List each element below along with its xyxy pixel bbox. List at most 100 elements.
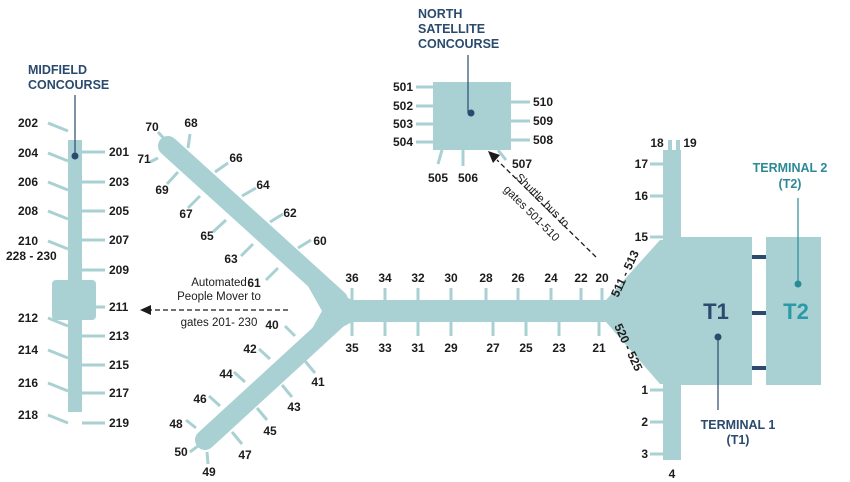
y-junction [300, 272, 352, 350]
gate-206: 206 [18, 175, 38, 189]
route-arrows [140, 151, 597, 315]
gate-31: 31 [411, 341, 425, 355]
gate-501: 501 [393, 80, 413, 94]
gate-4: 4 [669, 467, 676, 481]
gate-stub-212 [47, 316, 69, 328]
gate-15: 15 [635, 230, 649, 244]
gate-stub-67 [186, 194, 202, 210]
gate-66: 66 [229, 151, 243, 165]
buildings [52, 82, 821, 460]
gate-19: 19 [683, 136, 697, 150]
gate-71: 71 [137, 152, 151, 166]
gate-17: 17 [635, 157, 649, 171]
t1-building [680, 237, 752, 385]
gate-stubs [47, 85, 663, 465]
gate-stub-208 [47, 209, 69, 221]
gate-26: 26 [511, 271, 525, 285]
gate-46: 46 [193, 392, 207, 406]
t1-building-label: T1 [703, 299, 729, 324]
t1-pier [663, 150, 681, 460]
gate-61: 61 [247, 276, 261, 290]
gate-numbers: 2022042062082102122142162182012032052072… [18, 80, 697, 481]
gate-208: 208 [18, 204, 38, 218]
gate-stub-47 [230, 431, 244, 445]
gate-stub-45 [255, 407, 269, 421]
gate-23: 23 [552, 341, 566, 355]
gate-507: 507 [512, 157, 532, 171]
gate-24: 24 [544, 271, 558, 285]
gate-20: 20 [595, 271, 609, 285]
gate-stub-44 [232, 370, 247, 384]
gate-62: 62 [283, 206, 297, 220]
gate-35: 35 [345, 341, 359, 355]
gate-stub-40 [283, 324, 297, 338]
gate-506: 506 [458, 171, 478, 185]
terminal2-label-line1: TERMINAL 2 [753, 161, 828, 175]
gate-40: 40 [265, 318, 279, 332]
gate-stub-63 [239, 242, 255, 258]
gate-1: 1 [641, 383, 648, 397]
gate-21: 21 [592, 341, 606, 355]
gate-213: 213 [109, 329, 129, 343]
concourse-a-spine [340, 300, 630, 322]
t1-t2-link-3 [752, 366, 766, 370]
arm-upper [158, 136, 348, 310]
gate-36: 36 [345, 271, 359, 285]
gate-stub-60 [297, 238, 312, 250]
north-dot [467, 109, 475, 117]
gate-60: 60 [313, 234, 327, 248]
north-label-line1: NORTH [418, 7, 462, 21]
gate-stub-202 [47, 121, 69, 133]
gate-27: 27 [486, 341, 500, 355]
gate-205: 205 [109, 204, 129, 218]
gate-201: 201 [109, 145, 129, 159]
people-mover-note-line1: Automated [191, 277, 247, 289]
gate-stub-507 [496, 149, 508, 161]
people-mover-note-line3: gates 201- 230 [181, 317, 258, 329]
gate-47: 47 [238, 448, 252, 462]
gate-49: 49 [202, 465, 216, 479]
gate-503: 503 [393, 117, 413, 131]
gate-219: 219 [109, 416, 129, 430]
gate-16: 16 [635, 189, 649, 203]
midfield-spine [68, 140, 82, 412]
gate-41: 41 [311, 375, 325, 389]
gate-stub-46 [207, 394, 222, 408]
gate-3: 3 [641, 447, 648, 461]
gate-70: 70 [145, 120, 159, 134]
t1-dot [714, 333, 722, 341]
gate-504: 504 [393, 135, 413, 149]
gate-202: 202 [18, 116, 38, 130]
gate-33: 33 [378, 341, 392, 355]
gate-25: 25 [519, 341, 533, 355]
gate-214: 214 [18, 343, 38, 357]
gate-204: 204 [18, 146, 38, 160]
gate-2: 2 [641, 415, 648, 429]
t1-pier-stub-18 [668, 140, 672, 154]
gate-502: 502 [393, 99, 413, 113]
gate-45: 45 [263, 424, 277, 438]
gate-stub-70 [156, 130, 170, 145]
gate-18: 18 [650, 136, 664, 150]
people-mover-arrowhead [140, 305, 151, 315]
gate-stub-505 [436, 149, 444, 165]
gate-stub-210 [47, 239, 69, 251]
gate-stub-49 [205, 451, 210, 465]
gate-217: 217 [109, 386, 129, 400]
gate-505: 505 [428, 171, 448, 185]
gate-stub-218 [47, 413, 69, 425]
gate-stub-42 [257, 347, 272, 361]
gate-28: 28 [479, 271, 493, 285]
gate-stub-64 [241, 186, 257, 198]
gate-stub-204 [47, 151, 69, 163]
gate-22: 22 [574, 271, 588, 285]
gate-42: 42 [243, 342, 257, 356]
gate-stub-216 [47, 381, 69, 393]
north-label-line2: SATELLITE [418, 22, 485, 36]
gate-48: 48 [169, 417, 183, 431]
gate-207: 207 [109, 233, 129, 247]
gate-stub-65 [211, 218, 228, 234]
gate-44: 44 [219, 367, 233, 381]
gate-30: 30 [444, 271, 458, 285]
